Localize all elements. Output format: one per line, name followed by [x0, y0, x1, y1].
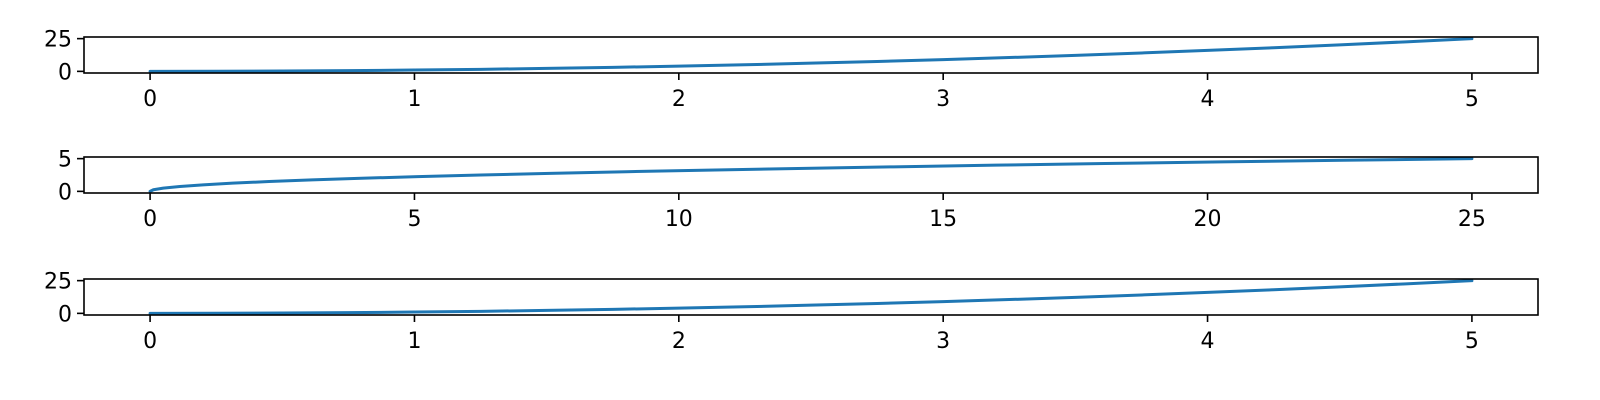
y-tick-label: 0	[58, 60, 72, 85]
y-tick-label: 25	[44, 270, 72, 295]
axes-frame	[83, 278, 1539, 316]
x-tick-label: 5	[407, 207, 421, 232]
x-tick-label: 0	[143, 87, 157, 112]
series-line-1	[148, 279, 1474, 315]
series-line-1	[148, 157, 1474, 193]
axes-frame	[83, 36, 1539, 74]
subplot-3: 0 1 2 3 4 5 0 25	[44, 270, 1539, 354]
x-tick-label: 5	[1465, 329, 1479, 354]
y-tick-label: 0	[58, 302, 72, 327]
x-tick-label: 20	[1194, 207, 1222, 232]
x-tick-label: 1	[407, 87, 421, 112]
x-tick-label: 0	[143, 329, 157, 354]
x-tick-label: 15	[929, 207, 957, 232]
subplot-1: 0 1 2 3 4 5 0 25	[44, 28, 1539, 112]
x-tick-label: 4	[1201, 329, 1215, 354]
x-tick-label: 2	[672, 329, 686, 354]
y-tick-label: 0	[58, 180, 72, 205]
x-tick-label: 2	[672, 87, 686, 112]
y-tick-label: 5	[58, 148, 72, 173]
x-tick-label: 3	[936, 329, 950, 354]
x-tick-label: 3	[936, 87, 950, 112]
x-tick-label: 10	[665, 207, 693, 232]
x-tick-label: 4	[1201, 87, 1215, 112]
series-line-1	[148, 37, 1474, 73]
subplot-2: 0 5 10 15 20 25 0 5	[58, 148, 1539, 232]
x-tick-label: 25	[1458, 207, 1486, 232]
x-tick-label: 5	[1465, 87, 1479, 112]
x-tick-label: 1	[407, 329, 421, 354]
axes-frame	[83, 156, 1539, 194]
y-tick-label: 25	[44, 28, 72, 53]
x-tick-label: 0	[143, 207, 157, 232]
